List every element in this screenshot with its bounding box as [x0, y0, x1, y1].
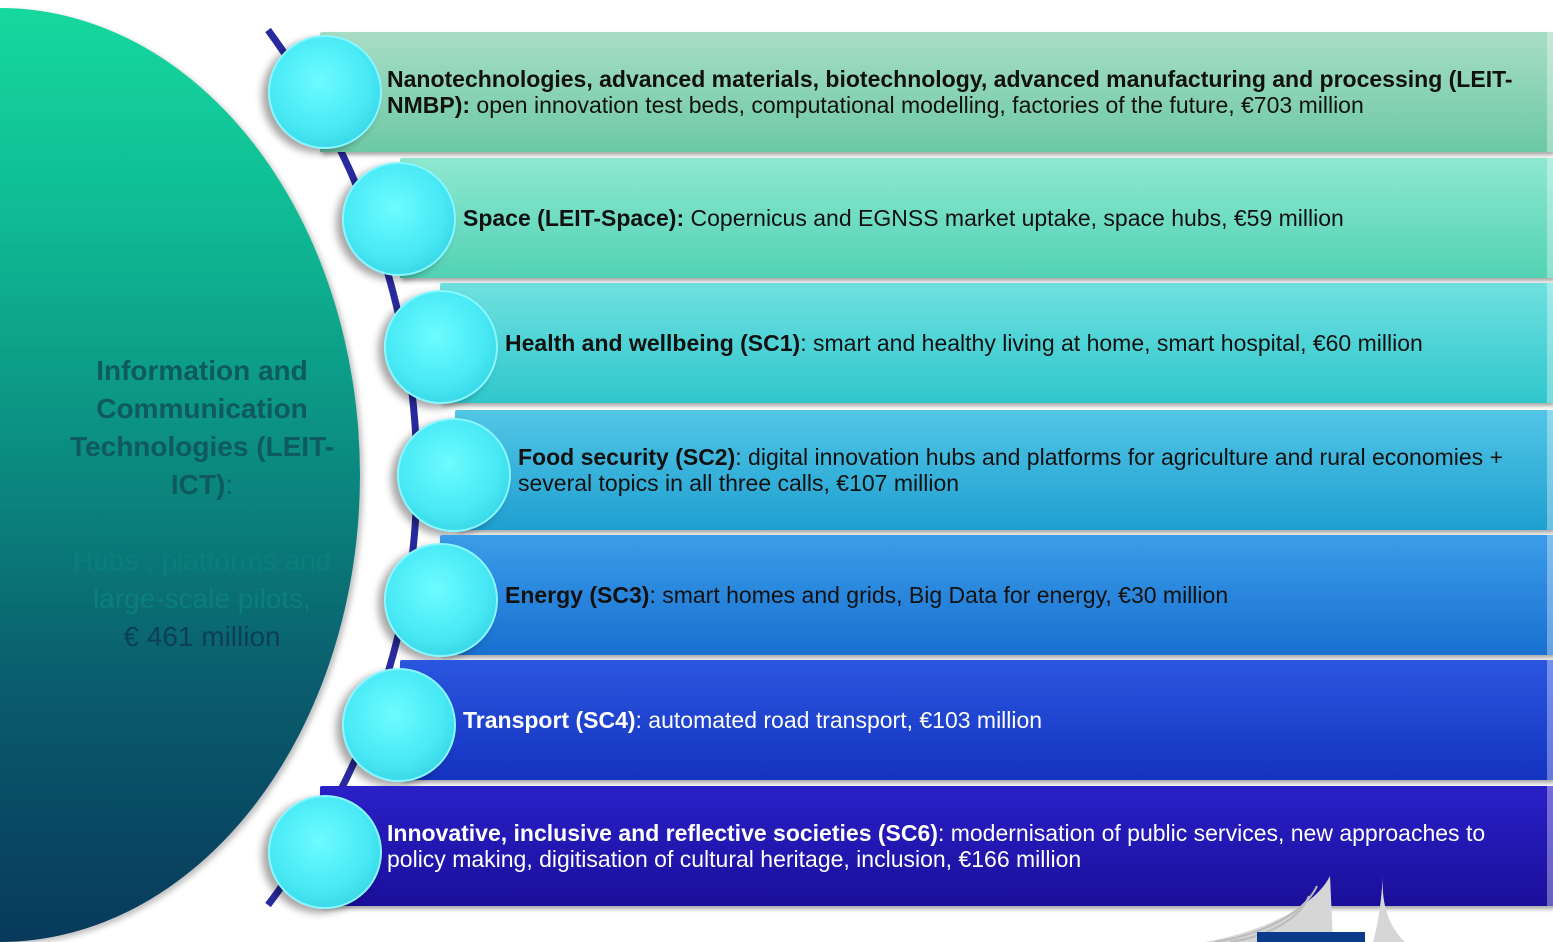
- left-panel-amount: € 461 million: [123, 621, 281, 652]
- row-edge: [1547, 32, 1553, 152]
- commission-logo-icon: [1205, 876, 1405, 942]
- row-bold-label: Food security (SC2): [518, 444, 736, 470]
- row-edge: [1547, 158, 1553, 278]
- node-circle: [384, 543, 498, 657]
- row-bold-label: Innovative, inclusive and reflective soc…: [387, 820, 938, 846]
- row-bar-societies: Innovative, inclusive and reflective soc…: [320, 786, 1553, 906]
- row-bar-space: Space (LEIT-Space): Copernicus and EGNSS…: [400, 158, 1553, 278]
- row-bold-label: Space (LEIT-Space):: [463, 205, 685, 231]
- row-description: Copernicus and EGNSS market uptake, spac…: [684, 205, 1344, 231]
- row-bar-transport: Transport (SC4): automated road transpor…: [400, 660, 1553, 780]
- row-description: : smart and healthy living at home, smar…: [800, 330, 1423, 356]
- left-panel-title: Information and Communication Technologi…: [70, 355, 334, 500]
- row-description: open innovation test beds, computational…: [470, 92, 1364, 118]
- left-panel-text: Information and Communication Technologi…: [62, 352, 342, 656]
- row-text: Energy (SC3): smart homes and grids, Big…: [505, 582, 1513, 608]
- row-description: : smart homes and grids, Big Data for en…: [649, 582, 1229, 608]
- row-bar-food: Food security (SC2): digital innovation …: [455, 410, 1553, 530]
- row-description: : automated road transport, €103 million: [635, 707, 1043, 733]
- node-circle: [268, 35, 382, 149]
- row-edge: [1547, 283, 1553, 403]
- row-edge: [1547, 410, 1553, 530]
- node-circle: [268, 795, 382, 909]
- row-bold-label: Health and wellbeing (SC1): [505, 330, 801, 356]
- row-bar-energy: Energy (SC3): smart homes and grids, Big…: [440, 535, 1553, 655]
- row-text: Innovative, inclusive and reflective soc…: [387, 820, 1513, 872]
- node-circle: [342, 668, 456, 782]
- row-edge: [1547, 786, 1553, 906]
- row-edge: [1547, 535, 1553, 655]
- node-circle: [397, 418, 511, 532]
- node-circle: [384, 290, 498, 404]
- row-bold-label: Nanotechnologies, advanced materials, bi…: [387, 66, 1513, 118]
- node-circle: [342, 162, 456, 276]
- row-bold-label: Energy (SC3): [505, 582, 650, 608]
- left-panel-subtitle: Digital Innovation Hubs , platforms and …: [72, 507, 332, 614]
- row-text: Nanotechnologies, advanced materials, bi…: [387, 66, 1523, 118]
- row-bold-label: Transport (SC4): [463, 707, 636, 733]
- row-text: Food security (SC2): digital innovation …: [518, 444, 1513, 496]
- row-text: Space (LEIT-Space): Copernicus and EGNSS…: [463, 205, 1523, 231]
- row-bar-health: Health and wellbeing (SC1): smart and he…: [440, 283, 1553, 403]
- left-panel-colon: :: [225, 469, 234, 500]
- row-edge: [1547, 660, 1553, 780]
- row-text: Health and wellbeing (SC1): smart and he…: [505, 330, 1513, 356]
- row-bar-nmbp: Nanotechnologies, advanced materials, bi…: [320, 32, 1553, 152]
- row-description: : modernisation of public services, new …: [387, 820, 1486, 872]
- row-text: Transport (SC4): automated road transpor…: [463, 707, 1513, 733]
- row-description: : digital innovation hubs and platforms …: [518, 444, 1504, 496]
